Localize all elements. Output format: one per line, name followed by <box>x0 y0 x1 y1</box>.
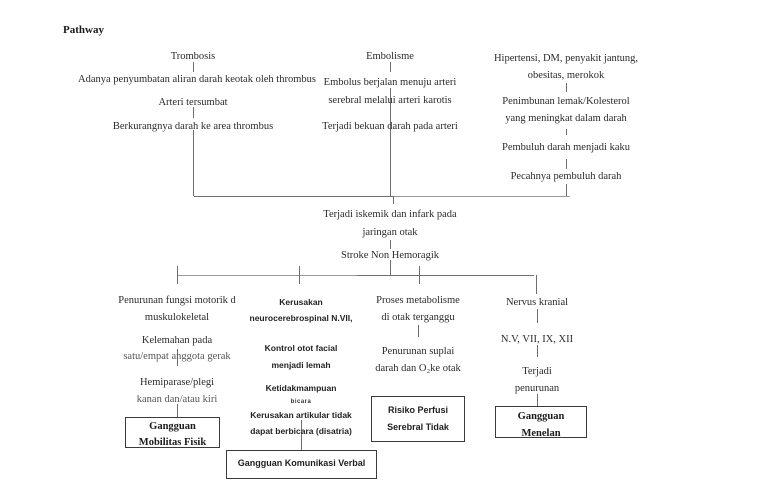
branch-tick-2 <box>299 266 300 284</box>
node-risk-step3: Pecahnya pembuluh darah <box>510 171 622 182</box>
node-iskemik-line2: jaringan otak <box>362 227 418 238</box>
connector-trombosis-2 <box>193 107 194 118</box>
connector-metabolisme-1 <box>418 325 419 337</box>
node-neuro-l7: Kerusakan artikular tidak <box>250 410 352 420</box>
connector-nervus-3 <box>537 394 538 406</box>
connector-trombosis-3 <box>193 130 194 196</box>
connector-motorik-1 <box>177 349 178 366</box>
node-metabolisme-l1: Proses metabolisme <box>376 295 460 306</box>
node-neuro-l4: menjadi lemah <box>271 360 331 370</box>
node-risk-line2: obesitas, merokok <box>527 70 605 81</box>
node-metabolisme-l2: di otak terganggu <box>381 312 455 323</box>
connector-iskemik <box>390 240 391 249</box>
connector-join-down <box>393 196 394 204</box>
node-neuro-l6: bicara <box>290 399 312 405</box>
connector-risk-3 <box>566 159 567 169</box>
node-motorik-l1: Penurunan fungsi motorik d <box>118 295 236 306</box>
branch-line-left <box>177 275 357 276</box>
node-trombosis-title: Trombosis <box>170 51 216 62</box>
diagnosis-box-mobilitas-line2: Mobilitas Fisik <box>138 437 207 448</box>
node-neuro-l3: Kontrol otot facial <box>264 343 338 353</box>
node-nervus-l3: Terjadi <box>522 366 552 377</box>
node-nervus-l1: Nervus kranial <box>505 297 569 308</box>
node-motorik-l2: muskulokeletal <box>144 312 210 323</box>
node-nervus-l2: N.V, VII, IX, XII <box>500 334 574 345</box>
connector-trombosis-1 <box>193 62 194 72</box>
node-metabolisme-l3: Penurunan suplai <box>381 346 455 357</box>
diagnosis-box-menelan-line1: Gangguan <box>517 411 565 422</box>
node-motorik-l4: satu/empat anggota gerak <box>123 351 231 362</box>
node-iskemik-line1: Terjadi iskemik dan infark pada <box>323 209 457 220</box>
connector-embolisme-2 <box>390 88 391 196</box>
connector-neuro-1 <box>301 420 302 450</box>
branch-tick-1 <box>177 266 178 284</box>
node-neuro-l1: Kerusakan <box>279 297 323 307</box>
node-motorik-l6: kanan dan/atau kiri <box>136 394 218 405</box>
node-embolisme-step1b: serebral melalui arteri karotis <box>328 95 452 106</box>
node-neuro-l8: dapat berbicara (disatria) <box>250 426 352 436</box>
node-risk-step2: Pembuluh darah menjadi kaku <box>501 142 630 153</box>
node-neuro-l2: neurocerebrospinal N.VII, <box>249 313 353 323</box>
diagnosis-box-risiko-perfusi: Risiko Perfusi Serebral Tidak <box>371 396 465 442</box>
connector-motorik-2 <box>177 404 178 417</box>
page-title: Pathway <box>63 24 104 36</box>
node-motorik-l5: Hemiparase/plegi <box>139 377 215 388</box>
node-motorik-l3: Kelemahan pada <box>141 335 213 346</box>
node-neuro-l5: Ketidakmampuan <box>265 383 337 393</box>
connector-risk-2 <box>566 129 567 135</box>
node-embolisme-title: Embolisme <box>366 51 414 62</box>
connector-risk-4 <box>566 184 567 196</box>
diagnosis-box-menelan-line2: Menelan <box>521 428 561 438</box>
node-trombosis-step1: Adanya penyumbatan aliran darah keotak o… <box>78 74 316 85</box>
node-embolisme-step1a: Embolus berjalan menuju arteri <box>323 77 457 88</box>
node-metabolisme-l4: darah dan O₂ke otak <box>375 363 461 374</box>
branch-tick-4 <box>536 275 537 294</box>
connector-nervus-1 <box>537 309 538 323</box>
branch-tick-3 <box>419 266 420 284</box>
node-risk-line1: Hipertensi, DM, penyakit jantung, <box>493 53 639 64</box>
node-nervus-l4: penurunan <box>514 383 560 394</box>
connector-stroke <box>390 260 391 275</box>
node-embolisme-step2: Terjadi bekuan darah pada arteri <box>322 121 458 132</box>
node-trombosis-step3: Berkurangnya darah ke area thrombus <box>112 121 274 132</box>
diagnosis-box-perfusi-line1: Risiko Perfusi <box>387 405 449 415</box>
connector-risk-1 <box>566 83 567 92</box>
diagnosis-box-perfusi-line2: Serebral Tidak <box>387 422 449 432</box>
join-line-top-right <box>394 196 570 197</box>
join-line-top-left <box>194 196 394 197</box>
node-stroke: Stroke Non Hemoragik <box>341 250 439 261</box>
connector-nervus-2 <box>537 345 538 357</box>
diagnosis-box-mobilitas-fisik: Gangguan Mobilitas Fisik <box>125 417 220 448</box>
branch-line-right <box>357 275 534 276</box>
diagnosis-box-gangguan-menelan: Gangguan Menelan <box>495 406 587 438</box>
diagnosis-box-komunikasi-verbal: Gangguan Komunikasi Verbal <box>226 450 377 479</box>
connector-embolisme-1 <box>390 62 391 72</box>
node-risk-step1a: Penimbunan lemak/Kolesterol <box>502 96 630 107</box>
diagnosis-box-mobilitas-line1: Gangguan <box>149 421 196 432</box>
diagnosis-box-komunikasi-line1: Gangguan Komunikasi Verbal <box>237 458 366 468</box>
node-trombosis-step2: Arteri tersumbat <box>158 97 228 108</box>
node-risk-step1b: yang meningkat dalam darah <box>505 113 627 124</box>
